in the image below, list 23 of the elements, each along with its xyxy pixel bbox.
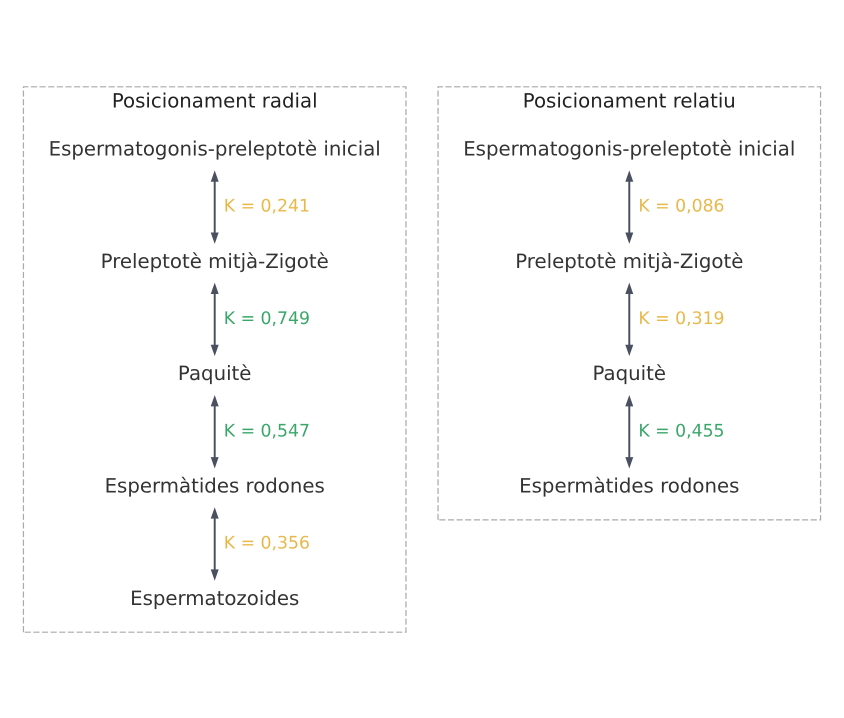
edge-label: K = 0,547 (224, 420, 310, 441)
edge-label: K = 0,749 (224, 308, 310, 328)
arrow (210, 506, 219, 580)
node-text: Espermàtides rodones (519, 474, 740, 498)
node-text: Espermatozoides (130, 586, 300, 610)
node-text: Paquitè (178, 362, 252, 385)
arrow (210, 170, 219, 244)
edge-label: K = 0,356 (224, 533, 310, 554)
arrow (210, 282, 219, 356)
node-text: Preleptotè mitjà-Zigotè (100, 249, 329, 272)
node-text: Espermatogonis-preleptotè inicial (48, 137, 381, 160)
node-text: Preleptotè mitjà-Zigotè (515, 249, 744, 272)
node-text: Paquitè (592, 362, 666, 385)
edge-label: K = 0,086 (638, 196, 725, 216)
node-text: Espermatogonis-preleptotè inicial (463, 137, 796, 160)
arrow (625, 282, 634, 356)
edge-label: K = 0,241 (224, 196, 310, 216)
edge-label: K = 0,319 (638, 308, 725, 328)
arrow (625, 170, 634, 244)
node-text: Espermàtides rodones (104, 474, 325, 498)
arrow (210, 394, 219, 468)
arrow (625, 394, 634, 468)
edge-label: K = 0,455 (638, 420, 725, 441)
